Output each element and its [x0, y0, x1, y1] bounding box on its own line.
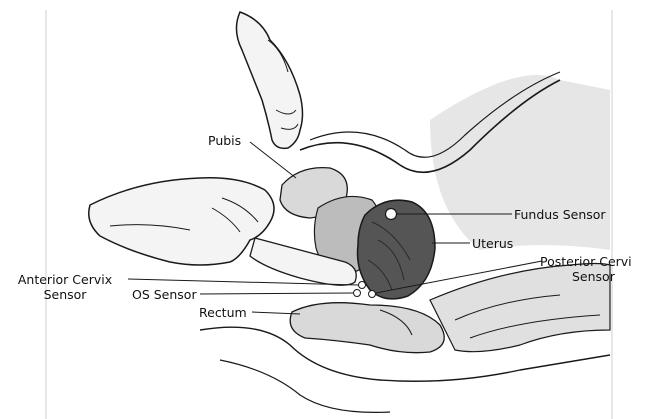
anterior-cervix-label-line2: Sensor	[2, 287, 128, 302]
uterus-label: Uterus	[472, 236, 513, 251]
rectum-label: Rectum	[199, 305, 247, 320]
fundus-sensor-dot	[386, 209, 397, 220]
anterior-cervix-label-line1: Anterior Cervix	[2, 272, 128, 287]
rectum	[290, 303, 444, 353]
buttock-contour	[220, 360, 390, 412]
pubis-label: Pubis	[208, 133, 241, 148]
posterior-cervix-label-line1: Posterior Cervi	[540, 254, 632, 269]
abdomen-shading	[430, 75, 610, 250]
anterior-cervix-label: Anterior Cervix Sensor	[2, 272, 128, 302]
lower-hand	[89, 178, 274, 265]
posterior-cervix-label: Posterior Cervi Sensor	[540, 254, 632, 284]
os-sensor-leader	[200, 293, 353, 294]
os-sensor-dot	[354, 290, 361, 297]
fundus-sensor-label: Fundus Sensor	[514, 207, 606, 222]
anterior-cervix-sensor-dot	[359, 282, 366, 289]
posterior-cervix-sensor-dot	[369, 291, 376, 298]
upper-hand	[236, 12, 302, 148]
posterior-cervix-label-line2: Sensor	[540, 269, 632, 284]
os-sensor-label: OS Sensor	[132, 287, 197, 302]
